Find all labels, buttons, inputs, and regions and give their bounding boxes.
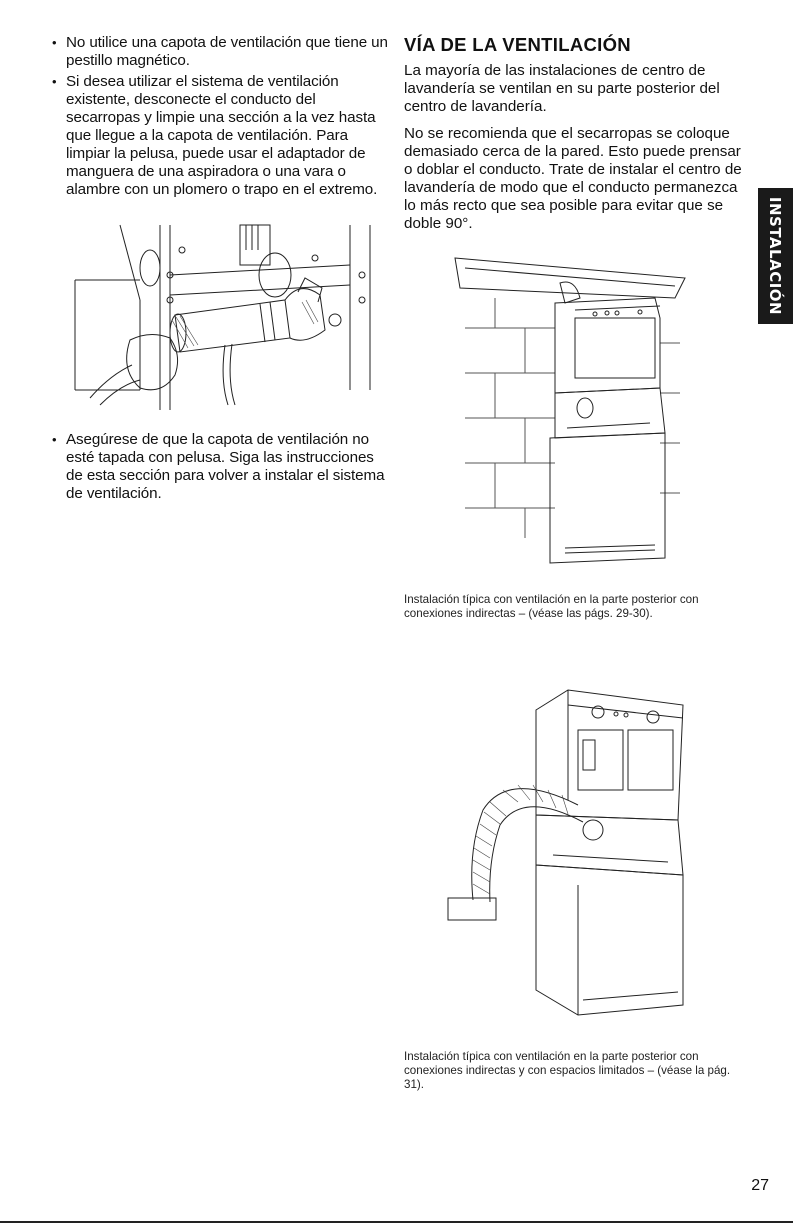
paragraph-wall-distance: No se recomienda que el secarropas se co… [404, 125, 742, 232]
left-column-bottom: Asegúrese de que la capota de ventilació… [52, 431, 392, 506]
section-tab-label: INSTALACIÓN [766, 196, 785, 316]
section-tab: INSTALACIÓN [758, 188, 793, 324]
bottom-rule [0, 1221, 793, 1223]
vent-cleaning-illustration [70, 220, 380, 415]
bullet-hood-lint: Asegúrese de que la capota de ventilació… [52, 431, 392, 503]
bullet-list-top: No utilice una capota de ventilación que… [52, 34, 392, 199]
figure-caption-2: Instalación típica con ventilación en la… [404, 1050, 731, 1091]
laundry-center-wall-illustration [455, 258, 695, 568]
section-heading: VÍA DE LA VENTILACIÓN [404, 34, 631, 55]
left-column: No utilice una capota de ventilación que… [52, 34, 392, 202]
paragraph-vent-location: La mayoría de las instalaciones de centr… [404, 62, 720, 115]
laundry-center-flex-duct-illustration [428, 690, 693, 1020]
page-number: 27 [751, 1177, 769, 1194]
bullet-list-bottom: Asegúrese de que la capota de ventilació… [52, 431, 392, 503]
right-column: VÍA DE LA VENTILACIÓN La mayoría de las … [404, 34, 744, 242]
figure-caption-1: Instalación típica con ventilación en la… [404, 593, 699, 620]
bullet-existing-vent: Si desea utilizar el sistema de ventilac… [52, 73, 392, 199]
bullet-magnetic-latch: No utilice una capota de ventilación que… [52, 34, 392, 70]
